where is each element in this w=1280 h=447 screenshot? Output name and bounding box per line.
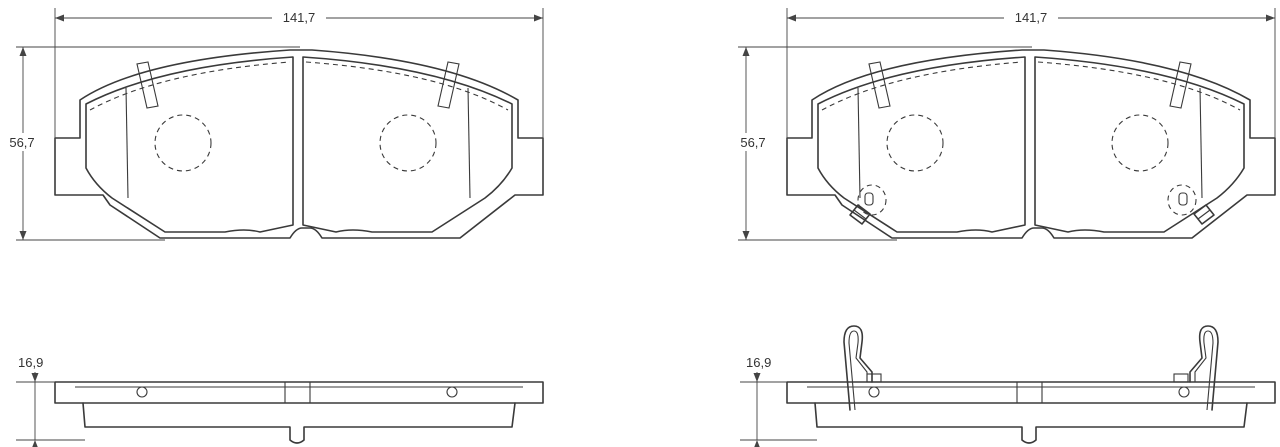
right-height-label: 56,7 <box>740 135 765 150</box>
left-spring-clip <box>843 325 882 411</box>
right-pad-side-view <box>786 381 1276 444</box>
left-thickness-dimension: 16,9 <box>16 355 85 447</box>
left-height-label: 56,7 <box>9 135 34 150</box>
left-pad-side-view <box>54 381 544 444</box>
right-view: 141,7 56,7 16,9 <box>735 8 1276 447</box>
left-width-label: 141,7 <box>283 10 316 25</box>
right-width-dimension: 141,7 <box>786 8 1276 140</box>
left-view: 141,7 56,7 16,9 <box>6 8 544 447</box>
left-width-dimension: 141,7 <box>54 8 544 140</box>
right-height-dimension: 56,7 <box>735 46 1032 241</box>
left-pad-front-view <box>54 49 544 239</box>
left-clip-marker <box>849 184 887 225</box>
left-height-dimension: 56,7 <box>6 46 300 241</box>
right-pad-front-view <box>786 49 1276 239</box>
right-width-label: 141,7 <box>1015 10 1048 25</box>
right-thickness-dimension: 16,9 <box>740 355 817 447</box>
left-thickness-label: 16,9 <box>18 355 43 370</box>
right-spring-clip <box>1173 325 1219 411</box>
right-thickness-label: 16,9 <box>746 355 771 370</box>
right-clip-marker <box>1167 184 1215 225</box>
